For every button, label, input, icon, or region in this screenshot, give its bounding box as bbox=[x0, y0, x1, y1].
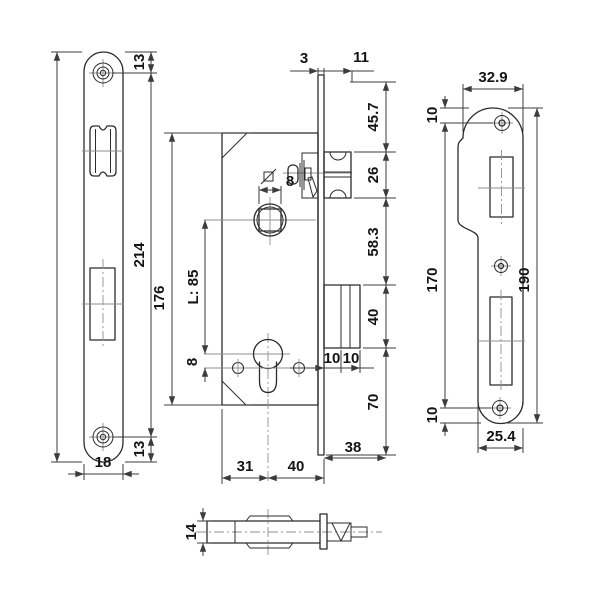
deadbolt-throw-dimensions: 10 10 bbox=[290, 350, 374, 373]
dim-bottom-screw-offset-label: 13 bbox=[131, 441, 148, 458]
dim-cylinder-to-hole-label: 8 bbox=[184, 358, 201, 366]
strike-height-dimension: 190 bbox=[505, 107, 543, 424]
latch-pawl bbox=[307, 176, 318, 199]
faceplate-outline bbox=[83, 51, 124, 463]
dim-throw-first-label: 10 bbox=[324, 350, 341, 367]
faceplate-overall-dimension bbox=[51, 51, 82, 463]
spindle-square-hole bbox=[258, 208, 282, 232]
strike-top-screw-hole bbox=[491, 112, 513, 134]
strike-latch-cutout bbox=[478, 150, 525, 224]
lock-case-bottom-view: 14 bbox=[183, 508, 382, 556]
dim-top-screw-offset-label: 13 bbox=[131, 54, 148, 71]
case-depth-dimension: 38 bbox=[323, 439, 387, 462]
side-view-height-chain-dimensions: 45.7 26 58.3 40 70 bbox=[326, 81, 396, 456]
seg-deadbolt-to-bottom-label: 70 bbox=[365, 394, 382, 411]
dim-strike-screw-spacing-label: 170 bbox=[424, 267, 441, 292]
faceplate-front-view: 13 214 13 18 bbox=[51, 51, 157, 480]
strike-plate-front-view: 32.9 10 170 10 190 25.4 bbox=[424, 69, 543, 453]
latch-adjust-screw bbox=[287, 164, 299, 185]
dim-backset-label: 40 bbox=[288, 458, 305, 475]
faceplate-width-dimension: 18 bbox=[68, 454, 139, 480]
dim-case-thickness-label: 14 bbox=[183, 523, 200, 540]
seg-latch-height-label: 26 bbox=[365, 167, 382, 184]
dim-latch-projection-label: 11 bbox=[353, 49, 369, 66]
dim-centers-label: L: 85 bbox=[185, 269, 202, 304]
strike-width-bottom-dimension: 25.4 bbox=[477, 405, 524, 453]
dim-plate-height-label: 190 bbox=[516, 267, 533, 292]
case-corner-chamfer-bottom bbox=[221, 380, 247, 406]
case-height-dimension: 176 bbox=[151, 132, 250, 406]
dim-case-depth-label: 38 bbox=[345, 439, 362, 456]
strike-screw-spacing-dimensions: 10 170 10 bbox=[424, 96, 493, 436]
dim-screw-spacing-label: 214 bbox=[131, 242, 148, 268]
faceplate-edge-side-view bbox=[317, 74, 325, 456]
latch-bolt-side-view bbox=[323, 151, 352, 199]
strike-plate-outline bbox=[457, 107, 524, 425]
square-section-symbol bbox=[263, 171, 274, 182]
dim-plate-width-label: 18 bbox=[95, 454, 112, 471]
dim-faceplate-thickness-label: 3 bbox=[300, 50, 308, 67]
dim-plate-width-top-label: 32.9 bbox=[478, 69, 507, 86]
case-corner-chamfer-top bbox=[221, 132, 248, 159]
spindle-square-dimension: 8 bbox=[258, 168, 294, 204]
strike-deadbolt-cutout bbox=[478, 290, 525, 393]
dim-back-to-cylinder-label: 31 bbox=[237, 458, 254, 475]
latch-bolt-bottom-view bbox=[326, 522, 368, 542]
dim-spindle-square-label: 8 bbox=[286, 173, 294, 190]
deadbolt-side-view bbox=[323, 284, 361, 349]
latch-mechanism bbox=[283, 152, 352, 199]
backset-dimensions: 31 40 bbox=[221, 399, 325, 484]
faceplate-end-view bbox=[319, 513, 328, 550]
euro-cylinder-hole bbox=[204, 333, 290, 399]
centers-dimension: L: 85 8 bbox=[184, 219, 209, 382]
dim-plate-width-bottom-label: 25.4 bbox=[486, 428, 516, 445]
lock-case-front-and-side-view: 8 bbox=[151, 49, 396, 484]
faceplate-screw-spacing-dimensions: 13 214 13 bbox=[112, 51, 157, 463]
spindle-follower bbox=[204, 197, 316, 245]
seg-deadbolt-height-label: 40 bbox=[365, 309, 382, 326]
strike-middle-screw-hole bbox=[491, 256, 511, 276]
case-thickness-dimension: 14 bbox=[183, 508, 212, 556]
faceplate-deadbolt-cutout bbox=[82, 259, 124, 349]
dim-throw-second-label: 10 bbox=[343, 350, 360, 367]
dim-strike-top-screw-offset-label: 10 bbox=[424, 107, 441, 124]
strike-bottom-screw-hole bbox=[489, 397, 511, 419]
dim-case-height-label: 176 bbox=[151, 285, 168, 310]
seg-top-to-latch-label: 45.7 bbox=[365, 102, 382, 131]
faceplate-latch-cutout bbox=[82, 125, 124, 177]
case-bottom-outline bbox=[206, 515, 321, 549]
seg-latch-to-deadbolt-label: 58.3 bbox=[365, 227, 382, 256]
faceplate-thickness-and-latch-projection-dims: 3 11 bbox=[290, 49, 374, 82]
dim-strike-bottom-screw-offset-label: 10 bbox=[424, 407, 441, 424]
